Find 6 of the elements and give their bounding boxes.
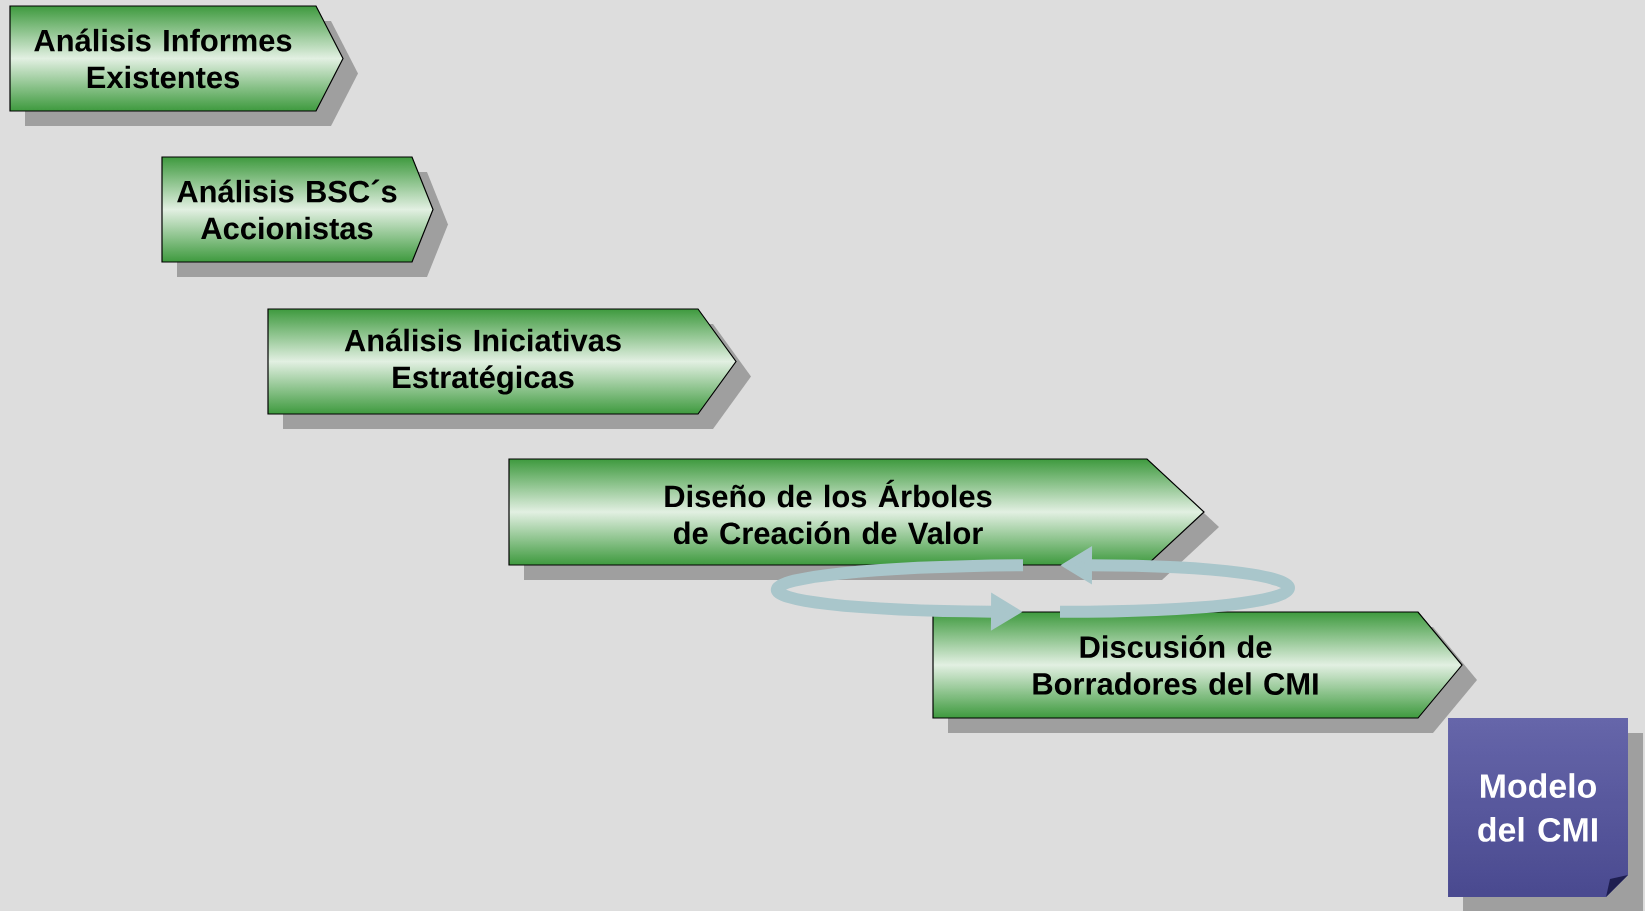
process-step: Diseño de los Árboles de Creación de Valor xyxy=(508,458,1219,580)
process-step: Análisis Informes Existentes xyxy=(9,5,358,126)
process-step: Discusión de Borradores del CMI xyxy=(932,611,1477,733)
process-step: Análisis Iniciativas Estratégicas xyxy=(267,308,751,429)
process-step: Análisis BSC´s Accionistas xyxy=(161,156,448,277)
result-box: Modelo del CMI xyxy=(1448,718,1643,911)
